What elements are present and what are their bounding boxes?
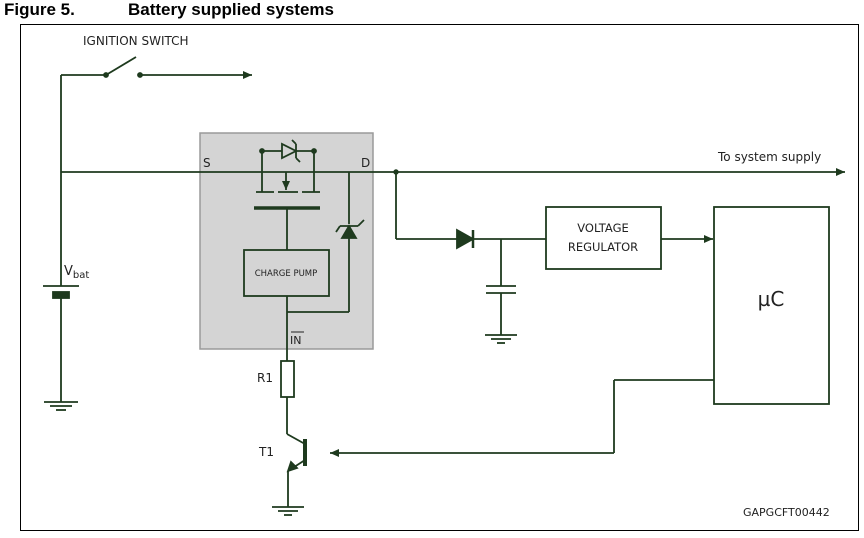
clamp-zener-diode-icon — [287, 172, 365, 313]
charge-pump-block — [243, 249, 330, 297]
figure-frame — [20, 24, 859, 531]
ground-t1-icon — [272, 506, 304, 516]
capacitor-icon — [486, 239, 516, 335]
ignition-switch — [61, 56, 252, 79]
in-pin-label: IN — [290, 334, 301, 347]
to-system-supply-label: To system supply — [717, 150, 821, 164]
voltage-regulator-label-line1: VOLTAGE — [577, 221, 629, 235]
source-pin-label: S — [203, 156, 211, 170]
t1-label: T1 — [258, 445, 274, 459]
ground-capacitor-icon — [485, 334, 517, 344]
drain-pin-label: D — [361, 156, 370, 170]
microcontroller-block — [713, 206, 830, 405]
charge-pump-label: CHARGE PUMP — [255, 269, 318, 279]
body-zener-diode-icon — [281, 139, 301, 163]
transistor-t1 — [286, 380, 615, 507]
voltage-regulator-block — [545, 206, 662, 270]
figure-code-label: GAPGCFT00442 — [743, 506, 830, 519]
r1-label: R1 — [257, 371, 273, 385]
figure-title: Battery supplied systems — [128, 0, 334, 19]
voltage-regulator-label-line2: REGULATOR — [568, 240, 638, 254]
battery-vbat — [43, 172, 79, 402]
ground-battery-icon — [44, 401, 78, 411]
supply-branch — [395, 172, 546, 250]
microcontroller-label: µC — [758, 287, 785, 311]
ignition-switch-label: IGNITION SWITCH — [83, 34, 189, 48]
figure-number: Figure 5. — [4, 0, 75, 19]
vbat-label: Vbat — [64, 264, 89, 281]
figure-caption: Figure 5. Battery supplied systems — [4, 0, 334, 20]
resistor-r1 — [280, 360, 295, 398]
